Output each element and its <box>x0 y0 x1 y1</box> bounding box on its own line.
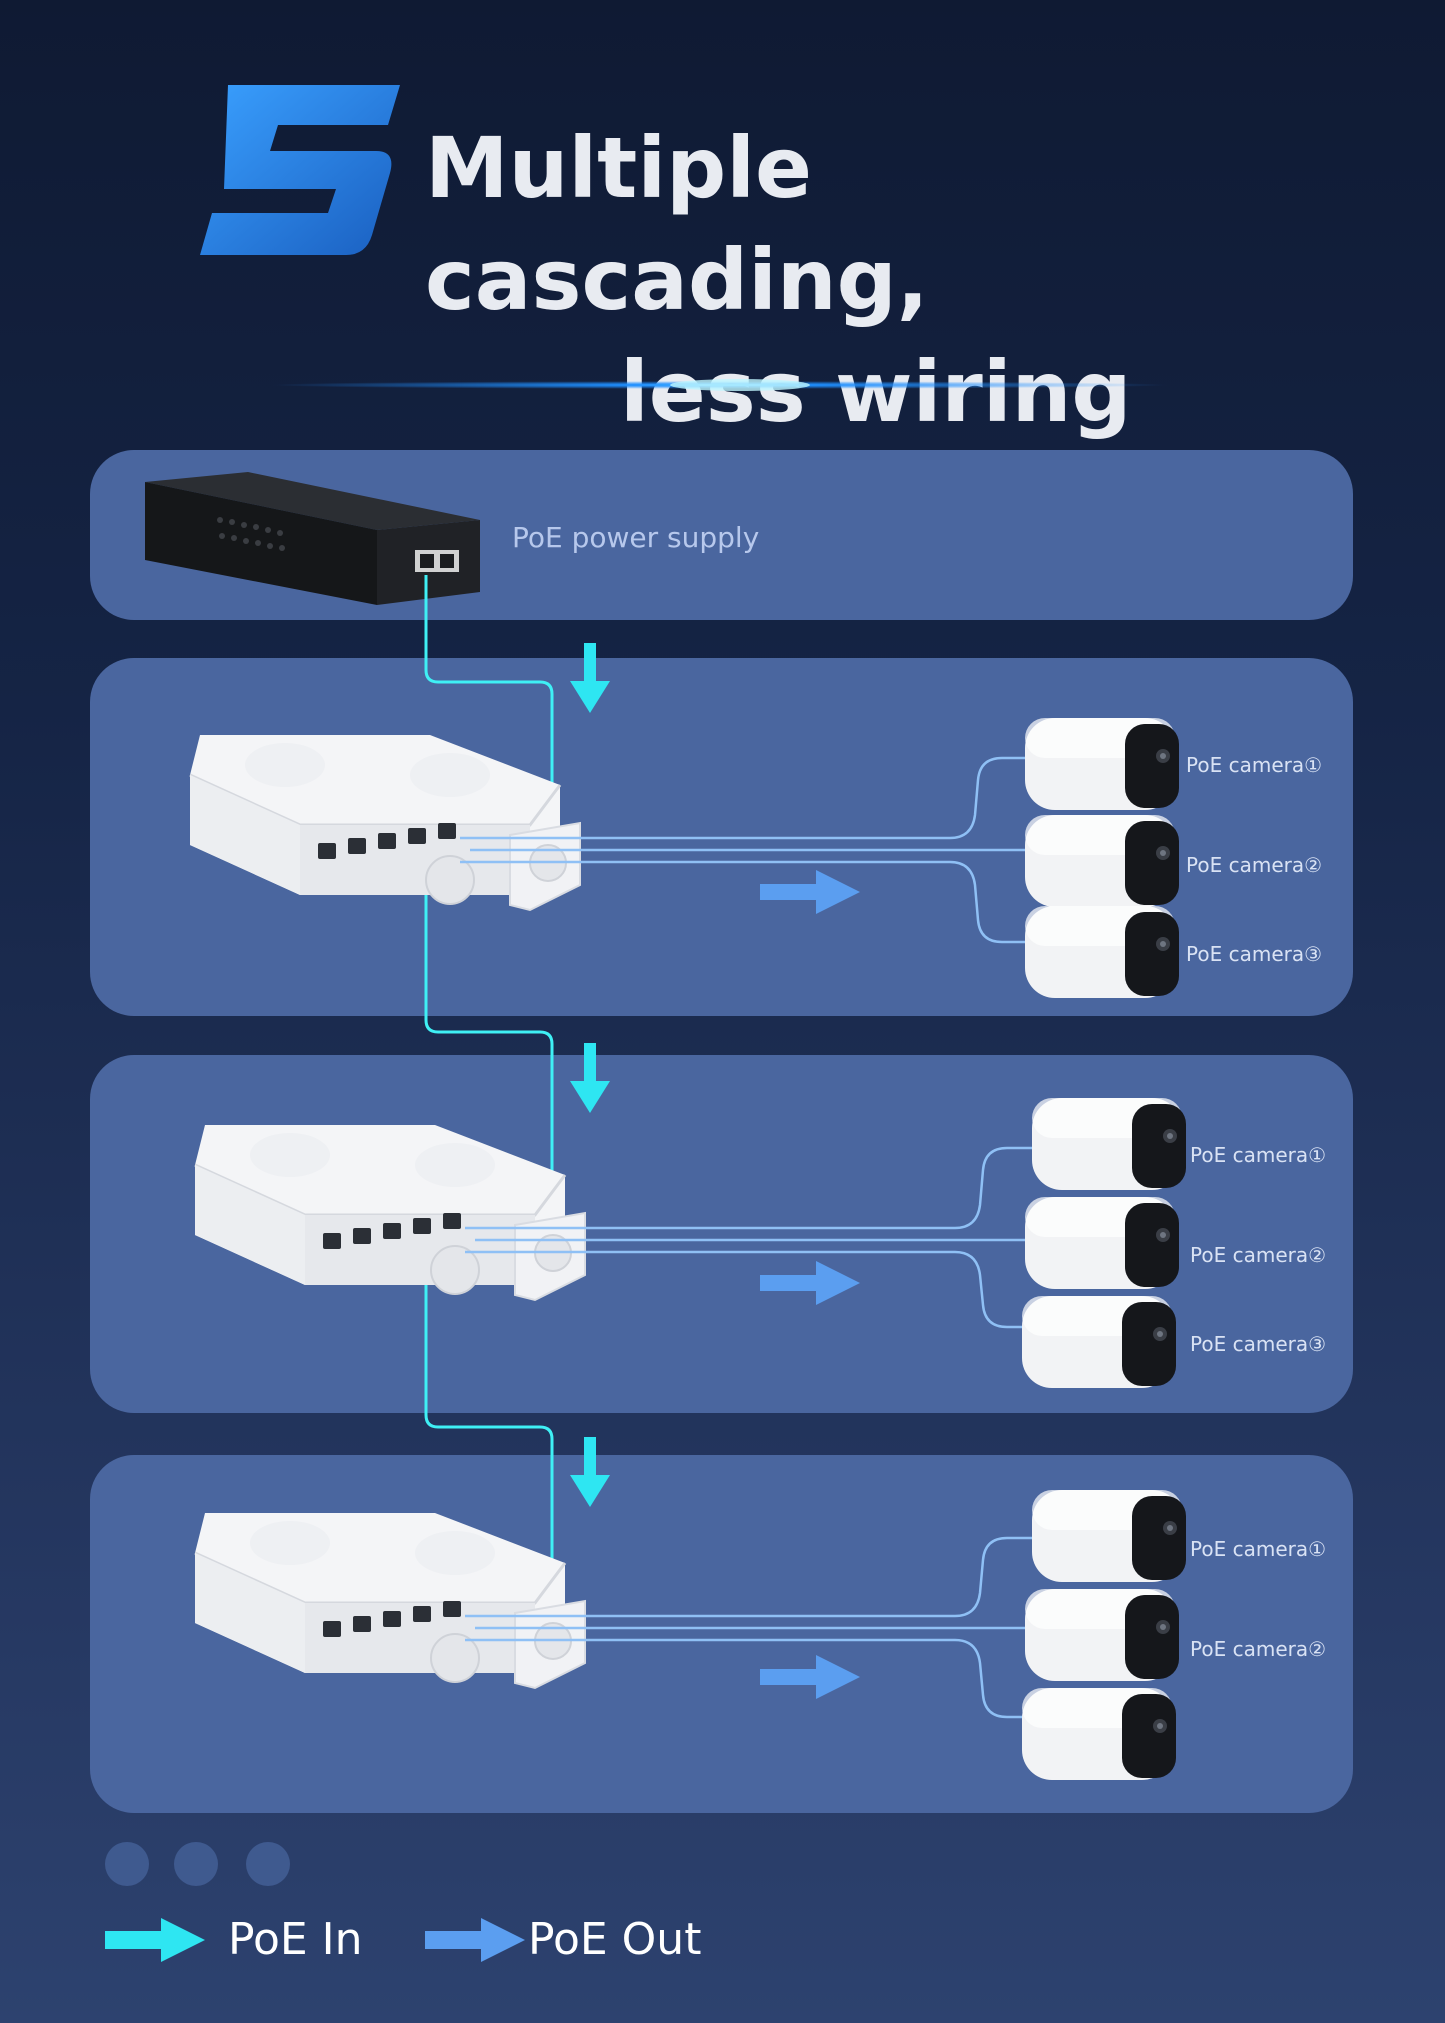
decorative-dot <box>105 1842 149 1886</box>
bullet-camera-icon <box>1025 718 1179 810</box>
camera-label: PoE camera① <box>1190 1143 1327 1167</box>
arrow-down-icon <box>570 1437 610 1507</box>
title-line-2: less wiring <box>620 343 1132 441</box>
arrow-down-icon <box>570 1043 610 1113</box>
camera-label: PoE camera② <box>1190 1637 1327 1661</box>
camera-label: PoE camera① <box>1190 1537 1327 1561</box>
poe-out-cables <box>460 756 1035 1719</box>
legend-poe-out-arrow-icon <box>425 1918 525 1962</box>
decorative-dot <box>246 1842 290 1886</box>
bullet-camera-icon <box>1025 815 1179 907</box>
bullet-camera-icon <box>1025 1589 1179 1681</box>
poe-in-cables <box>424 575 554 1610</box>
glow-divider <box>270 379 1170 391</box>
poe-switch-icon <box>193 1511 587 1690</box>
arrow-down-icon <box>570 643 610 713</box>
legend-poe-in-arrow-icon <box>105 1918 205 1962</box>
legend-poe-out-label: PoE Out <box>528 1914 702 1965</box>
number-five-logo <box>200 85 400 255</box>
decorative-dot <box>174 1842 218 1886</box>
legend-poe-in-label: PoE In <box>228 1914 363 1965</box>
bullet-camera-icon <box>1032 1490 1186 1582</box>
arrow-right-icon <box>760 1261 860 1305</box>
poe-switch-icon <box>193 1123 587 1302</box>
camera-label: PoE camera① <box>1186 753 1323 777</box>
camera-label: PoE camera② <box>1186 853 1323 877</box>
bullet-camera-icon <box>1022 1688 1176 1780</box>
bullet-camera-icon <box>1025 906 1179 998</box>
arrow-right-icon <box>760 1655 860 1699</box>
poe-power-supply-icon <box>145 472 480 605</box>
arrow-right-icon <box>760 870 860 914</box>
power-supply-label: PoE power supply <box>512 521 760 554</box>
camera-label: PoE camera② <box>1190 1243 1327 1267</box>
poe-switch-icon <box>188 733 582 912</box>
camera-label: PoE camera③ <box>1186 942 1323 966</box>
camera-label: PoE camera③ <box>1190 1332 1327 1356</box>
bullet-camera-icon <box>1022 1296 1176 1388</box>
title-line-1: Multiple cascading, <box>425 119 929 329</box>
bullet-camera-icon <box>1032 1098 1186 1190</box>
bullet-camera-icon <box>1025 1197 1179 1289</box>
page-title: Multiple cascading, less wiring <box>425 112 1325 448</box>
